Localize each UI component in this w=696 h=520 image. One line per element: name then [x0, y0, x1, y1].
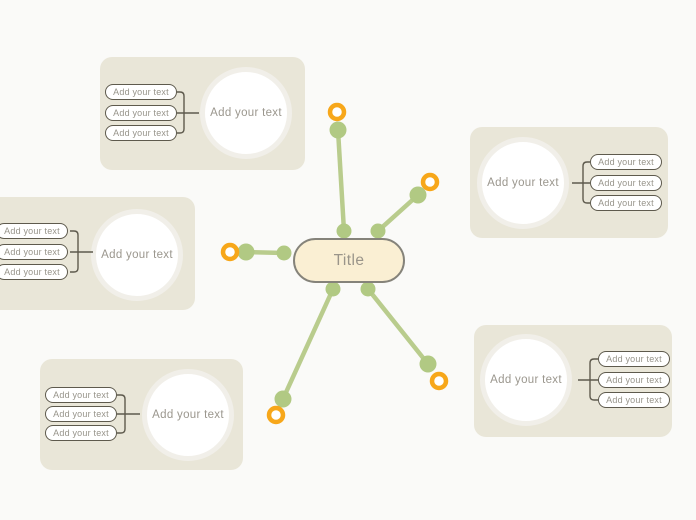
branch-joint-dot — [336, 223, 352, 239]
add-topic-handle[interactable] — [220, 242, 240, 262]
branch-end-dot — [237, 243, 255, 261]
add-topic-handle[interactable] — [327, 102, 347, 122]
branch-end-dot — [274, 390, 292, 408]
subtopic-pill[interactable]: Add your text — [598, 372, 670, 388]
topic-group-bottom-right[interactable]: Add your text Add your text Add your tex… — [474, 325, 672, 437]
branch-joint-dot — [360, 281, 376, 297]
subtopic-pill[interactable]: Add your text — [0, 223, 68, 239]
subtopic-label: Add your text — [606, 354, 662, 364]
topic-group-bottom-left[interactable]: Add your text Add your text Add your tex… — [40, 359, 243, 470]
subtopic-pill[interactable]: Add your text — [45, 387, 117, 403]
subtopic-pill[interactable]: Add your text — [105, 125, 177, 141]
branch-line — [243, 249, 287, 256]
subtopic-pill[interactable]: Add your text — [590, 175, 662, 191]
subtopic-pill[interactable]: Add your text — [590, 154, 662, 170]
topic-group-middle-left[interactable]: Add your text Add your text Add your tex… — [0, 197, 195, 310]
subtopic-pill[interactable]: Add your text — [598, 392, 670, 408]
central-topic-label: Title — [333, 251, 365, 269]
branch-end-dot — [409, 186, 427, 204]
branch-line — [365, 286, 431, 367]
topic-circle[interactable]: Add your text — [91, 209, 183, 301]
branch-joint-dot — [370, 223, 386, 239]
subtopic-label: Add your text — [4, 226, 60, 236]
topic-circle[interactable]: Add your text — [200, 67, 292, 159]
subtopic-pill[interactable]: Add your text — [105, 84, 177, 100]
branch-line — [375, 192, 421, 234]
subtopic-pill[interactable]: Add your text — [598, 351, 670, 367]
subtopic-label: Add your text — [113, 128, 169, 138]
topic-circle-label: Add your text — [101, 249, 173, 261]
central-topic-node[interactable]: Title — [293, 238, 405, 283]
subtopic-label: Add your text — [53, 390, 109, 400]
subtopic-label: Add your text — [113, 108, 169, 118]
add-topic-handle[interactable] — [420, 172, 440, 192]
branch-joint-dot — [325, 281, 341, 297]
topic-circle[interactable]: Add your text — [142, 369, 234, 461]
topic-group-top-left[interactable]: Add your text Add your text Add your tex… — [100, 57, 305, 170]
subtopic-label: Add your text — [4, 247, 60, 257]
topic-circle[interactable]: Add your text — [480, 334, 572, 426]
topic-circle[interactable]: Add your text — [477, 137, 569, 229]
subtopic-pill[interactable]: Add your text — [45, 406, 117, 422]
topic-circle-label: Add your text — [487, 177, 559, 189]
topic-group-middle-right[interactable]: Add your text Add your text Add your tex… — [470, 127, 668, 238]
branch-line — [280, 286, 336, 402]
topic-circle-label: Add your text — [490, 374, 562, 386]
subtopic-label: Add your text — [113, 87, 169, 97]
subtopic-pill[interactable]: Add your text — [0, 244, 68, 260]
add-topic-handle[interactable] — [429, 371, 449, 391]
topic-circle-label: Add your text — [210, 107, 282, 119]
subtopic-label: Add your text — [606, 395, 662, 405]
subtopic-pill[interactable]: Add your text — [0, 264, 68, 280]
subtopic-label: Add your text — [53, 409, 109, 419]
branch-end-dot — [419, 355, 437, 373]
branch-joint-dot — [276, 245, 292, 261]
subtopic-label: Add your text — [598, 198, 654, 208]
subtopic-pill[interactable]: Add your text — [105, 105, 177, 121]
subtopic-label: Add your text — [53, 428, 109, 438]
subtopic-label: Add your text — [598, 178, 654, 188]
subtopic-label: Add your text — [598, 157, 654, 167]
subtopic-pill[interactable]: Add your text — [590, 195, 662, 211]
topic-circle-label: Add your text — [152, 409, 224, 421]
branch-end-dot — [329, 121, 347, 139]
subtopic-pill[interactable]: Add your text — [45, 425, 117, 441]
subtopic-label: Add your text — [4, 267, 60, 277]
add-topic-handle[interactable] — [266, 405, 286, 425]
subtopic-label: Add your text — [606, 375, 662, 385]
branch-line — [335, 127, 347, 234]
